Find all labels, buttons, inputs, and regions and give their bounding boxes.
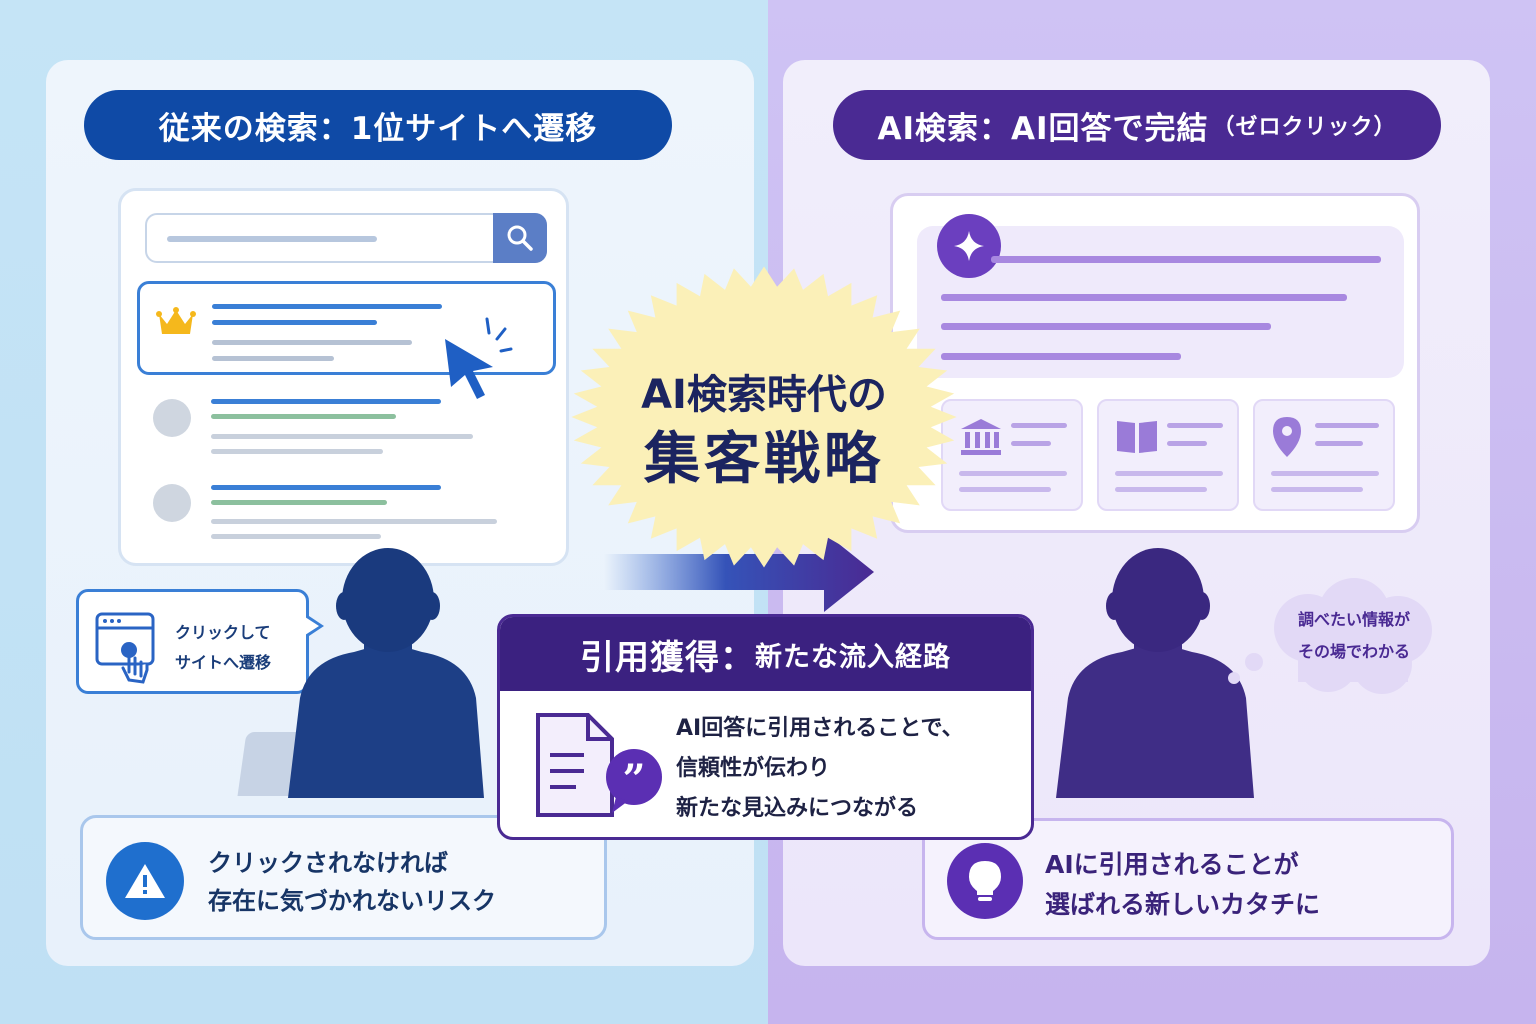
sparkle-icon [937, 214, 1001, 278]
traditional-search-header-text: 従来の検索：1位サイトへ遷移 [158, 110, 598, 147]
search-button [493, 213, 547, 263]
bank-icon [961, 419, 1001, 455]
main-title-line-1: AI検索時代の [641, 372, 887, 418]
svg-text:”: ” [622, 756, 645, 803]
hint-line-2: 選ばれる新しいカタチに [1045, 890, 1321, 919]
result-favicon [153, 399, 191, 437]
callout-line-2: サイトへ遷移 [175, 653, 272, 672]
citation-line-2: 信頼性が伝わり [676, 756, 831, 781]
ai-answer-block [917, 214, 1404, 378]
ai-search-header: AI検索：AI回答で完結 （ゼロクリック） [833, 90, 1441, 160]
citation-header-sub: 新たな流入経路 [755, 641, 951, 673]
ai-search-header-text: AI検索：AI回答で完結 [877, 110, 1209, 147]
ai-answer-card [890, 193, 1420, 533]
top-search-result [137, 281, 556, 375]
hand-pointer-icon [121, 646, 149, 684]
lightbulb-icon [947, 843, 1023, 919]
search-bar-placeholder-line [167, 236, 377, 242]
callout-line-1: クリックして [175, 623, 271, 642]
cursor-icon [445, 317, 513, 399]
citation-line-1: AI回答に引用されることで、 [676, 716, 964, 741]
source-card-book [1097, 399, 1239, 511]
main-title-line-2: 集客戦略 [644, 427, 884, 492]
risk-line-1: クリックされなければ [208, 849, 448, 877]
person-left [288, 548, 484, 798]
thought-line-2: その場でわかる [1297, 642, 1410, 661]
search-bar [145, 213, 547, 263]
citation-line-3: 新たな見込みにつながる [676, 796, 919, 821]
search-icon [507, 225, 533, 251]
arrow-right-icon [604, 532, 874, 612]
citation-header: 引用獲得： 新たな流入経路 [500, 617, 1031, 691]
search-results-card [118, 188, 569, 566]
citation-box: 引用獲得： 新たな流入経路 ” AI回答に引用されることで、 信頼性が伝わり 新… [497, 614, 1034, 840]
risk-line-2: 存在に気づかれないリスク [208, 887, 496, 915]
thought-text: 調べたい情報が その場でわかる [1274, 604, 1434, 668]
browser-icon [95, 612, 155, 684]
result-favicon [153, 484, 191, 522]
ai-search-header-sub: （ゼロクリック） [1212, 115, 1397, 140]
thought-line-1: 調べたい情報が [1297, 610, 1410, 629]
quote-icon: ” [606, 749, 662, 813]
traditional-search-header: 従来の検索：1位サイトへ遷移 [84, 90, 672, 160]
thought-cloud [1274, 578, 1432, 694]
citation-header-main: 引用獲得： [580, 637, 755, 678]
main-title: AI検索時代の 集客戦略 [566, 368, 962, 498]
hint-line-1: AIに引用されることが [1045, 850, 1299, 879]
title-starburst [571, 266, 957, 568]
thought-bubbles [1228, 653, 1263, 684]
source-card-bank [941, 399, 1083, 511]
book-icon [1117, 421, 1157, 453]
warning-icon [106, 842, 184, 920]
click-callout: クリックして サイトへ遷移 [76, 589, 324, 694]
person-right [1056, 548, 1254, 798]
source-card-location [1253, 399, 1395, 511]
map-pin-icon [1273, 417, 1301, 457]
crown-icon [156, 307, 196, 334]
